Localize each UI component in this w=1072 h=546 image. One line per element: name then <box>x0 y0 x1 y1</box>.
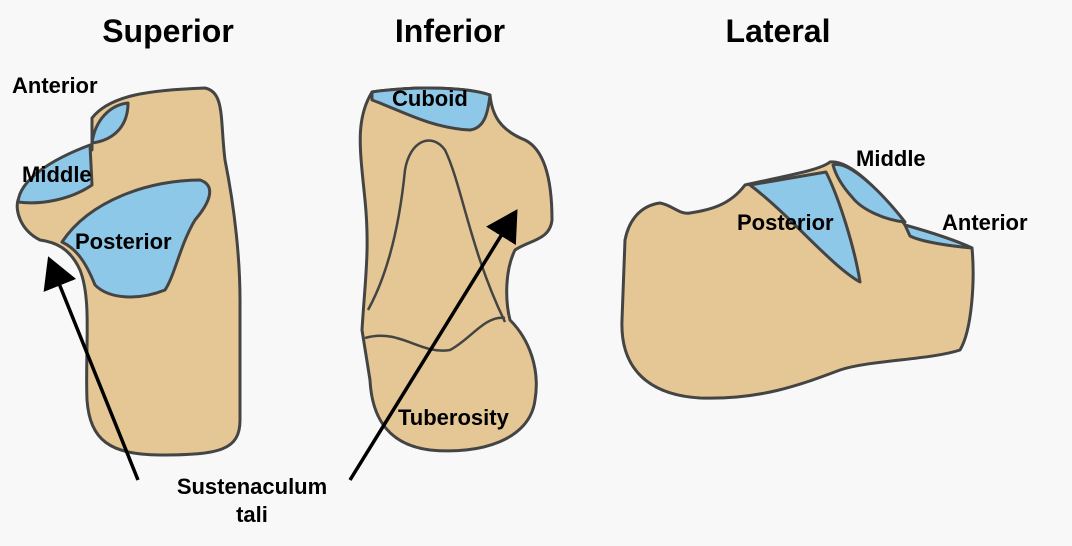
inferior-ridge-line <box>366 139 507 323</box>
title-superior: Superior <box>102 13 234 49</box>
label-sustenaculum: Sustenaculum <box>177 474 327 499</box>
lateral-middle-facet <box>831 162 907 224</box>
title-inferior: Inferior <box>395 13 505 49</box>
inferior-view <box>358 86 554 453</box>
superior-anterior-facet <box>90 101 130 145</box>
label-tali: tali <box>236 502 268 527</box>
label-lateral-posterior: Posterior <box>737 210 834 235</box>
label-superior-anterior: Anterior <box>12 73 98 98</box>
label-superior-middle: Middle <box>22 162 92 187</box>
lateral-posterior-facet <box>748 170 862 284</box>
inferior-cuboid-facet <box>370 86 492 132</box>
tuberosity-line <box>364 316 506 352</box>
lateral-anterior-facet <box>903 223 974 250</box>
label-cuboid: Cuboid <box>392 86 468 111</box>
superior-middle-facet <box>16 143 94 205</box>
arrow-superior <box>43 256 140 481</box>
label-superior-posterior: Posterior <box>75 229 172 254</box>
label-lateral-anterior: Anterior <box>942 210 1028 235</box>
label-tuberosity: Tuberosity <box>398 405 510 430</box>
label-lateral-middle: Middle <box>856 146 926 171</box>
superior-posterior-facet <box>60 178 211 299</box>
arrow-inferior <box>348 209 518 481</box>
lateral-view <box>620 160 975 400</box>
inferior-bone <box>358 86 554 453</box>
title-lateral: Lateral <box>726 13 831 49</box>
superior-view <box>15 86 242 457</box>
